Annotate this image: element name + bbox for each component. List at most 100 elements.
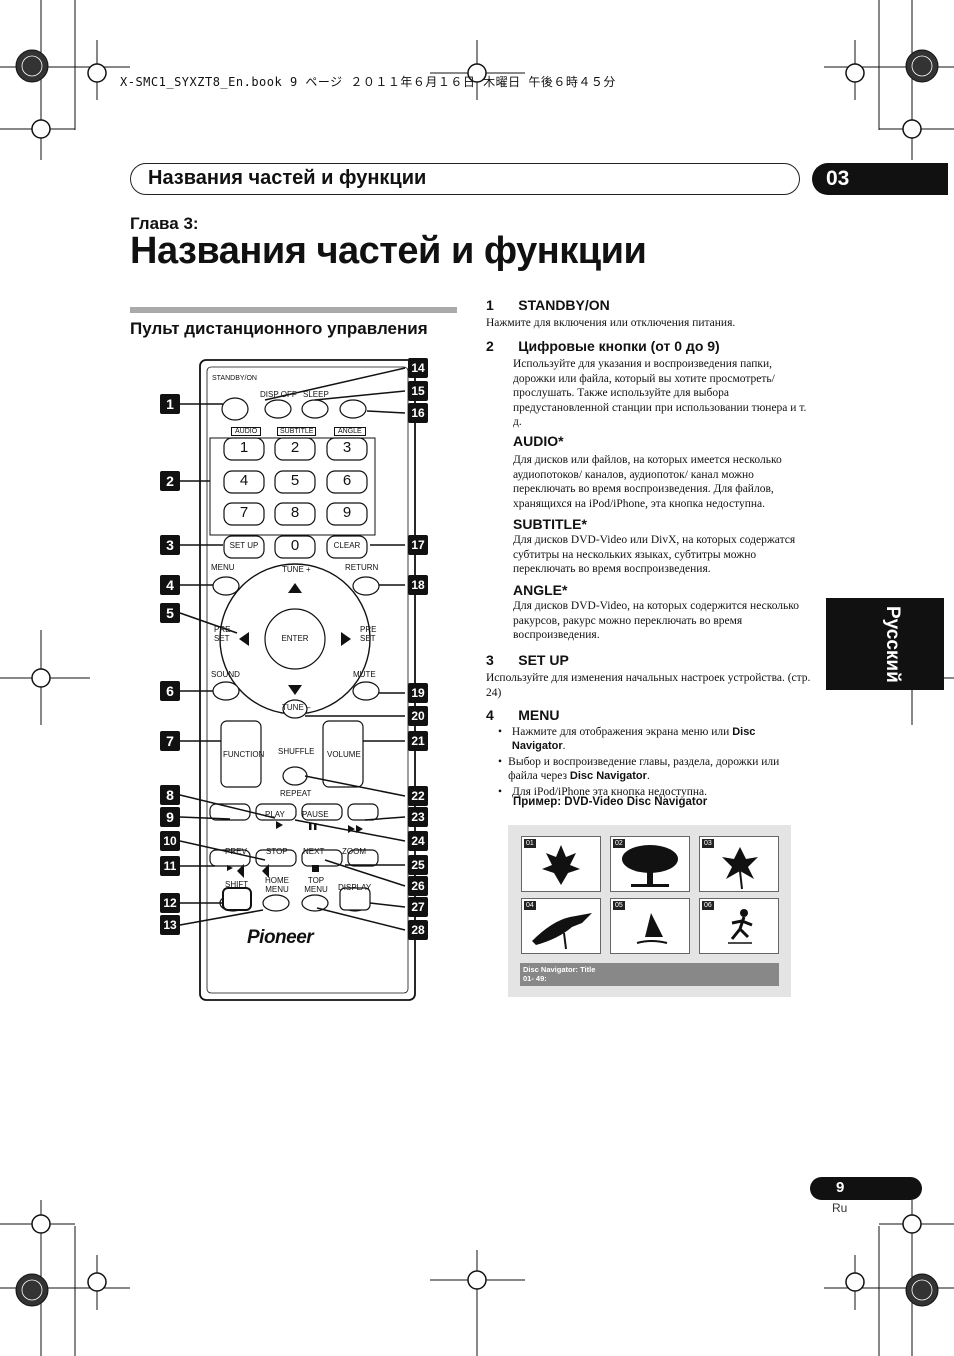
play-button[interactable]: [256, 804, 296, 820]
shuffle-label: SHUFFLE: [278, 747, 315, 756]
digit-3[interactable]: 3: [342, 439, 352, 456]
timer-button[interactable]: [340, 400, 366, 418]
next-label: NEXT: [303, 847, 325, 856]
digit-9[interactable]: 9: [342, 504, 352, 521]
section-title: Пульт дистанционного управления: [130, 319, 428, 338]
language-tab-label: Русский: [882, 605, 903, 683]
clear-button[interactable]: CLEAR: [333, 541, 361, 550]
digit-4[interactable]: 4: [239, 472, 249, 489]
digit-8[interactable]: 8: [290, 504, 300, 521]
return-button[interactable]: [353, 577, 379, 595]
item-digits: 2 Цифровые кнопки (от 0 до 9) Используйт…: [486, 338, 811, 430]
zoom-button[interactable]: [348, 850, 378, 866]
standby-button[interactable]: [222, 400, 248, 418]
leaf-icon: [542, 845, 580, 885]
callout-2: 2: [160, 471, 180, 491]
callout-9: 9: [160, 807, 180, 827]
sound-label: SOUND: [211, 670, 240, 679]
callout-11: 11: [160, 856, 180, 876]
thumbnail[interactable]: 06: [699, 898, 779, 954]
enter-button[interactable]: ENTER: [281, 634, 309, 643]
item-number: 3: [486, 652, 494, 668]
digit-2[interactable]: 2: [290, 439, 300, 456]
callout-28: 28: [408, 920, 428, 940]
menu-bullet: • Нажмите для отображения экрана меню ил…: [498, 726, 780, 798]
volume-button[interactable]: VOLUME: [327, 750, 361, 759]
item-subtitle: SUBTITLE* Для дисков DVD-Video или DivX,…: [513, 516, 809, 577]
next-button[interactable]: [256, 850, 296, 866]
toucan-icon: [532, 913, 592, 950]
thumbnail-number: 04: [524, 901, 536, 910]
mute-button[interactable]: [353, 682, 379, 700]
item-label: STANDBY/ON: [518, 297, 610, 313]
page-language: Ru: [832, 1201, 848, 1215]
callout-18: 18: [408, 575, 428, 595]
audio-label: AUDIO: [231, 427, 262, 436]
item-label: SET UP: [518, 652, 569, 668]
disp-off-button[interactable]: [265, 400, 291, 418]
home-menu-button[interactable]: HOME MENU: [265, 876, 289, 894]
stop-label: STOP: [266, 847, 288, 856]
callout-14: 14: [408, 358, 428, 378]
callout-1: 1: [160, 394, 180, 414]
bullet-text: Выбор и воспроизведение главы, раздела, …: [508, 756, 780, 782]
callout-25: 25: [408, 855, 428, 875]
sound-button[interactable]: [213, 682, 239, 700]
thumbnail[interactable]: 05: [610, 898, 690, 954]
item-number: 4: [486, 707, 494, 723]
pause-button[interactable]: [302, 804, 342, 820]
item-menu: 4 MENU: [486, 707, 811, 725]
menu-button[interactable]: [213, 577, 239, 595]
bullet-text: Для iPod/iPhone эта кнопка недоступна.: [512, 786, 707, 798]
header-bar: [130, 163, 800, 195]
digit-7[interactable]: 7: [239, 504, 249, 521]
display-button[interactable]: DISPLAY: [338, 883, 372, 892]
item-text: Нажмите для включения или отключения пит…: [486, 317, 736, 329]
item-text: Используйте для указания и воспроизведен…: [513, 358, 807, 428]
item-text: Используйте для изменения начальных наст…: [486, 672, 811, 699]
preset-right-label: PRE SET: [360, 625, 377, 643]
thumbnail[interactable]: 01: [521, 836, 601, 892]
chapter-label: Глава 3:: [130, 214, 199, 233]
print-header: X-SMC1_SYXZT8_En.book 9 ページ ２０１１年６月１６日 木…: [120, 75, 616, 89]
callout-16: 16: [408, 403, 428, 423]
thumbnail-number: 05: [613, 901, 625, 910]
zoom-label: ZOOM: [342, 847, 366, 856]
thumbnail[interactable]: 03: [699, 836, 779, 892]
page-number-badge: [810, 1177, 922, 1200]
callout-19: 19: [408, 683, 428, 703]
callout-26: 26: [408, 876, 428, 896]
digit-5[interactable]: 5: [290, 472, 300, 489]
prev-button[interactable]: [210, 850, 250, 866]
item-number: 1: [486, 297, 494, 313]
digit-6[interactable]: 6: [342, 472, 352, 489]
callout-22: 22: [408, 786, 428, 806]
thumbnail-number: 06: [702, 901, 714, 910]
callout-21: 21: [408, 731, 428, 751]
navigator-title: Disc Navigator: Title: [523, 965, 596, 974]
play-label: PLAY: [265, 810, 285, 819]
return-label: RETURN: [345, 563, 379, 572]
bullet-text: Нажмите для отображения экрана меню или: [511, 726, 733, 738]
digit-0[interactable]: 0: [290, 537, 300, 554]
callout-15: 15: [408, 381, 428, 401]
disp-off-label: DISP OFF: [260, 390, 297, 399]
callout-13: 13: [160, 915, 180, 935]
thumbnail[interactable]: 04: [521, 898, 601, 954]
callout-5: 5: [160, 603, 180, 623]
language-tab[interactable]: [826, 598, 944, 690]
digit-1[interactable]: 1: [239, 439, 249, 456]
thumbnail[interactable]: 02: [610, 836, 690, 892]
function-button[interactable]: FUNCTION: [223, 750, 265, 759]
tune-minus-label: TUNE –: [282, 703, 311, 712]
set-up-button[interactable]: SET UP: [229, 541, 259, 550]
header-title: Названия частей и функции: [148, 167, 427, 189]
sleep-button[interactable]: [302, 400, 328, 418]
repeat-button[interactable]: [283, 767, 307, 785]
top-menu-button[interactable]: TOP MENU: [304, 876, 328, 894]
shuffle-button[interactable]: [283, 700, 307, 718]
callout-20: 20: [408, 706, 428, 726]
remote-body: [179, 359, 416, 1001]
shift-button[interactable]: [223, 888, 251, 910]
tree-icon: [622, 845, 678, 887]
